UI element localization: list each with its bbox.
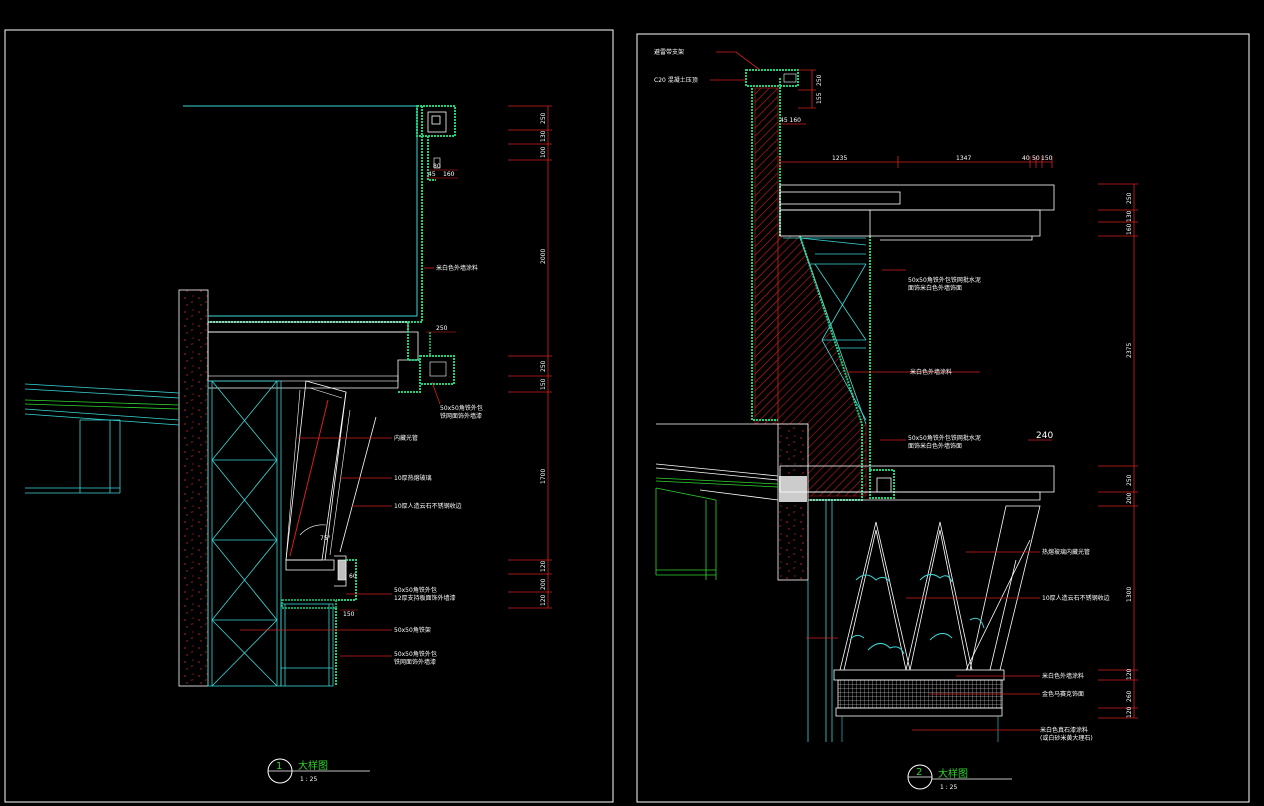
- dim-top-155: 155: [816, 92, 823, 104]
- label-1-3: 内藏光管: [394, 434, 418, 442]
- title-block-2: 2 大样图 1 : 25: [907, 764, 1012, 791]
- dim-240: 240: [1036, 431, 1053, 441]
- title-2: 大样图: [938, 767, 968, 780]
- dim-r1-9: 120: [540, 594, 547, 606]
- label-2-7: 米白色外墙涂料: [1042, 672, 1084, 680]
- dim-r2-7: 120: [1126, 668, 1133, 680]
- label-1-5: 10厚人造云石不锈钢收边: [394, 502, 462, 510]
- dim-160: 160: [443, 171, 455, 178]
- brick-wall: [754, 87, 779, 425]
- label-2-9: 米白色真石漆涂料: [1040, 726, 1088, 734]
- label-2-0: 50x50角铁外包铁网批水泥: [908, 276, 981, 284]
- truss: [207, 380, 334, 687]
- dim-chain-right-1: [508, 105, 552, 609]
- title-1: 大样图: [298, 759, 328, 772]
- dim-top-250: 250: [816, 74, 823, 86]
- dim-r2-2: 160: [1126, 223, 1133, 235]
- panel-1-detail: 250 130 100 2000 250 150 1700 120 200 12…: [4, 29, 614, 803]
- panel-1-frame: [4, 29, 614, 803]
- dim-r1-3: 2000: [540, 249, 547, 264]
- dim-r1-8: 200: [540, 578, 547, 590]
- dim-60: 60: [349, 573, 357, 580]
- dim-chain-right-2: [1098, 183, 1138, 719]
- dim-h-150: 150: [1041, 155, 1053, 162]
- label-2-5: 热熔玻璃内藏光管: [1042, 548, 1090, 556]
- dim-h-1235: 1235: [832, 155, 847, 162]
- label-1-9: 50x50角铁外包: [394, 650, 437, 658]
- dim-45: 45: [428, 171, 436, 178]
- dim-150: 150: [343, 611, 355, 618]
- dim-r2-1: 130: [1126, 210, 1133, 222]
- label-1-10: 铁网面饰外墙漆: [394, 658, 436, 666]
- slab: [207, 321, 455, 393]
- panel-2-detail: 250 130 160 2375 250 200 1300 120 260 12…: [636, 33, 1250, 803]
- dim-r2-6: 1300: [1126, 587, 1133, 602]
- scale-1: 1 : 25: [300, 776, 317, 783]
- dim-r2-5: 200: [1126, 492, 1133, 504]
- label-2-3: 50x50角铁外包铁网批水泥: [908, 434, 981, 442]
- label-2-1: 面饰米白色外墙饰面: [908, 284, 962, 292]
- parapet-outline: [183, 105, 456, 323]
- label-top-1: C20 混凝土压顶: [654, 76, 698, 84]
- glass-panes: [839, 505, 1041, 671]
- dim-r1-1: 130: [540, 130, 547, 142]
- dim-r1-2: 100: [540, 146, 547, 158]
- scale-2: 1 : 25: [940, 784, 957, 791]
- dim-h-40: 40: [1022, 155, 1030, 162]
- dim-h-1347: 1347: [956, 155, 971, 162]
- dim-45-160: 45 160: [780, 117, 801, 124]
- dim-h-50: 50: [1032, 155, 1040, 162]
- dim-r2-0: 250: [1126, 192, 1133, 204]
- label-1-1: 50x50角铁外包: [440, 404, 483, 412]
- label-1-7: 12厚支持板面饰外墙漆: [394, 594, 456, 602]
- dim-r2-4: 250: [1126, 474, 1133, 486]
- label-1-4: 10厚热熔玻璃: [394, 474, 432, 482]
- label-1-0: 米白色外墙涂料: [436, 264, 478, 272]
- dim-r1-0: 250: [540, 112, 547, 124]
- label-2-8: 金色马赛克饰面: [1042, 690, 1084, 698]
- dim-r1-5: 150: [540, 378, 547, 390]
- label-2-6: 10厚人造云石不锈钢收边: [1042, 594, 1110, 602]
- dim-r1-7: 120: [540, 560, 547, 572]
- dim-r2-3: 2375: [1126, 343, 1133, 358]
- label-2-10: (或白砂米黄大理石): [1040, 734, 1093, 742]
- title-1-num: 1: [276, 761, 282, 772]
- label-1-2: 铁网面饰外墙漆: [440, 412, 482, 420]
- left-beam: [24, 383, 180, 494]
- dim-r1-4: 250: [540, 360, 547, 372]
- label-1-8: 50x50角铁架: [394, 626, 431, 634]
- panel-2-frame: [636, 33, 1250, 803]
- dim-250-slab: 250: [436, 325, 448, 332]
- dim-r2-9: 120: [1126, 706, 1133, 718]
- title-2-num: 2: [916, 767, 922, 778]
- label-2-2: 米白色外墙涂料: [910, 368, 952, 376]
- concrete-wall: [178, 289, 209, 687]
- title-block-1: 1 大样图 1 : 25: [267, 758, 370, 784]
- dim-r2-8: 260: [1126, 690, 1133, 702]
- cap-beam: [779, 184, 1055, 501]
- label-1-6: 50x50角铁外包: [394, 586, 437, 594]
- dim-75deg: 75°: [320, 535, 331, 542]
- label-2-4: 面饰米白色外墙饰面: [908, 442, 962, 450]
- light-box: [281, 380, 377, 686]
- dim-80: 80: [433, 163, 441, 170]
- dim-r1-6: 1700: [540, 469, 547, 484]
- label-top-0: 避雷带支架: [654, 48, 684, 56]
